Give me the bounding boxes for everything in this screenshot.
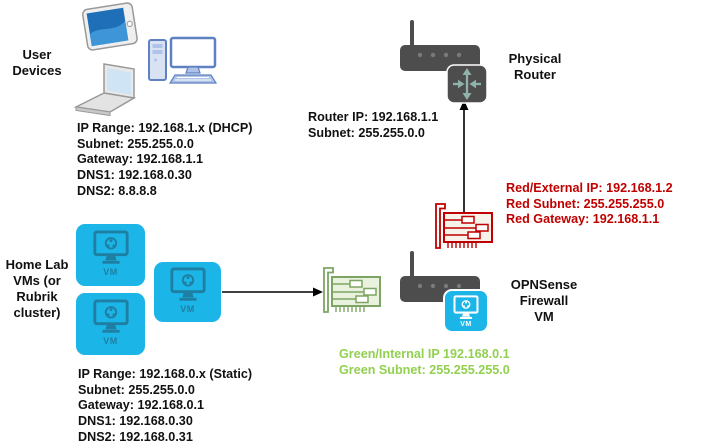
- vm-monitor-icon: [169, 267, 206, 301]
- config-line: DNS2: 8.8.8.8: [77, 183, 157, 198]
- green-interface-info: Green/Internal IP 192.168.0.1 Green Subn…: [339, 347, 510, 378]
- config-line: Subnet: 255.255.0.0: [78, 382, 195, 397]
- config-line: IP Range: 192.168.1.x (DHCP): [77, 121, 253, 135]
- config-line: Subnet: 255.255.0.0: [308, 125, 425, 140]
- red-nic-icon: [435, 203, 493, 249]
- config-line: Red/External IP: 192.168.1.2: [506, 181, 673, 195]
- home-lab-config: IP Range: 192.168.0.x (Static) Subnet: 2…: [78, 367, 252, 445]
- config-line: IP Range: 192.168.0.x (Static): [78, 367, 253, 381]
- user-devices-config: IP Range: 192.168.1.x (DHCP) Subnet: 255…: [77, 121, 252, 200]
- physical-router-label: Physical Router: [494, 51, 576, 83]
- config-line: Gateway: 192.168.0.1: [78, 398, 205, 413]
- config-line: Router IP: 192.168.1.1: [308, 110, 439, 124]
- vm-icon-1: VM: [76, 224, 145, 286]
- home-lab-label-line: Home Lab: [5, 257, 69, 272]
- config-line: Red Gateway: 192.168.1.1: [506, 212, 660, 227]
- desktop-icon: [148, 36, 218, 84]
- config-line: Subnet: 255.255.0.0: [77, 136, 194, 151]
- vm-badge: VM: [180, 304, 195, 314]
- vm-badge: VM: [103, 267, 118, 277]
- vm-icon-2: VM: [76, 293, 145, 355]
- config-line: DNS1: 192.168.0.30: [78, 414, 193, 429]
- vm-monitor-icon: [453, 295, 479, 319]
- router-info: Router IP: 192.168.1.1 Subnet: 255.255.0…: [308, 110, 438, 141]
- config-line: Red Subnet: 255.255.255.0: [506, 196, 665, 211]
- vm-icon-3: VM: [154, 262, 221, 322]
- opnsense-label-line: Firewall: [519, 293, 569, 308]
- user-devices-label-line: Devices: [12, 63, 62, 78]
- vm-monitor-icon: [92, 230, 129, 264]
- config-line: DNS1: 192.168.0.30: [77, 168, 192, 183]
- nic-to-router-arrow: [459, 100, 469, 212]
- config-line: Green Subnet: 255.255.255.0: [339, 362, 510, 377]
- config-line: DNS2: 192.168.0.31: [78, 429, 193, 444]
- opnsense-label-line: VM: [534, 309, 554, 324]
- opnsense-vm-icon: VM: [443, 289, 489, 333]
- home-lab-label-line: Rubrik: [16, 289, 58, 304]
- home-lab-label-line: cluster): [13, 305, 61, 320]
- vm-to-nic-arrow: [222, 287, 323, 297]
- opnsense-label: OPNSense Firewall VM: [498, 277, 590, 325]
- opnsense-label-line: OPNSense: [510, 277, 578, 292]
- red-interface-info: Red/External IP: 192.168.1.2 Red Subnet:…: [506, 181, 673, 228]
- config-line: Gateway: 192.168.1.1: [77, 152, 204, 167]
- home-lab-label-line: VMs (or: [13, 273, 61, 288]
- laptop-icon: [74, 63, 137, 117]
- home-lab-label: Home Lab VMs (or Rubrik cluster): [0, 257, 74, 321]
- config-line: Green/Internal IP 192.168.0.1: [339, 347, 510, 361]
- vm-badge: VM: [103, 336, 118, 346]
- tablet-icon: [81, 2, 138, 51]
- vm-monitor-icon: [92, 299, 129, 333]
- user-devices-label-line: User: [22, 47, 52, 62]
- router-symbol-icon: [446, 64, 488, 104]
- physical-router-label-line: Physical: [508, 51, 562, 66]
- user-devices-label: User Devices: [6, 47, 68, 79]
- green-nic-icon: [323, 267, 381, 313]
- vm-badge: VM: [460, 321, 472, 328]
- physical-router-label-line: Router: [514, 67, 556, 82]
